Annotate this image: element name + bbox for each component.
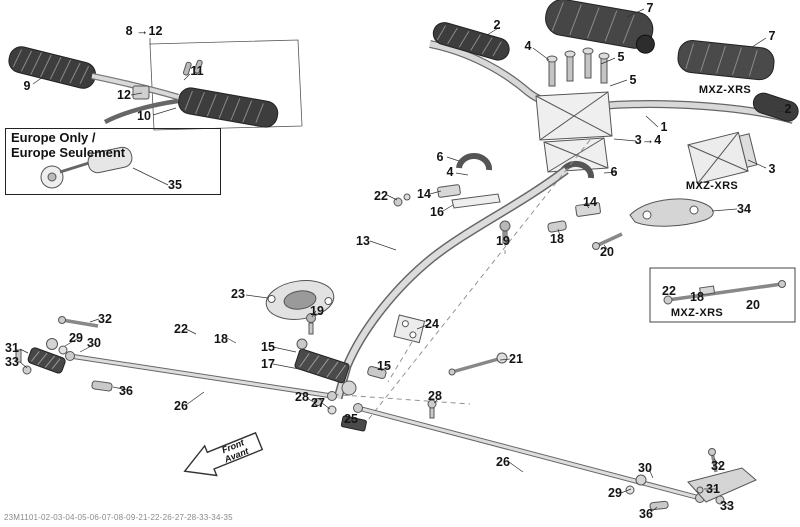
grip-pad-left — [432, 22, 510, 61]
column-bracket — [393, 314, 426, 344]
left-handlebar-assembly — [8, 46, 279, 128]
steering-column — [333, 166, 569, 400]
right-grip-mxz-xrs — [677, 40, 775, 81]
riser-bolts — [546, 47, 610, 87]
left-controls-group-box — [149, 39, 303, 131]
diagram-part-code: 23M1101-02-03-04-05-06-07-08-09-21-22-26… — [4, 513, 233, 522]
mirror-assembly — [40, 146, 133, 189]
europe-only-label-fr: Europe Seulement — [11, 144, 126, 160]
europe-only-box: Europe Only / Europe Seulement — [5, 128, 221, 195]
right-grip — [545, 0, 655, 54]
center-hardware — [314, 398, 437, 432]
steering-riser-clamp — [535, 91, 613, 173]
riser-block-mxz-xrs — [687, 131, 758, 185]
tie-rod-right — [353, 403, 705, 503]
front-direction-arrow: Front Avant — [183, 431, 264, 477]
drag-link — [448, 352, 508, 376]
right-spindle-hardware — [625, 448, 757, 511]
pitman-arm-area — [294, 313, 387, 396]
steering-arm — [629, 198, 714, 227]
grip-pad-right — [752, 92, 799, 122]
left-spindle-hardware — [15, 316, 113, 392]
tie-rod-left — [65, 351, 337, 401]
bearing-flange — [265, 280, 335, 320]
leader-lines — [19, 8, 784, 514]
europe-only-label-en: Europe Only / — [11, 130, 96, 145]
clamp-hardware — [393, 184, 623, 250]
mxz-xrs-inset-box — [649, 267, 796, 323]
